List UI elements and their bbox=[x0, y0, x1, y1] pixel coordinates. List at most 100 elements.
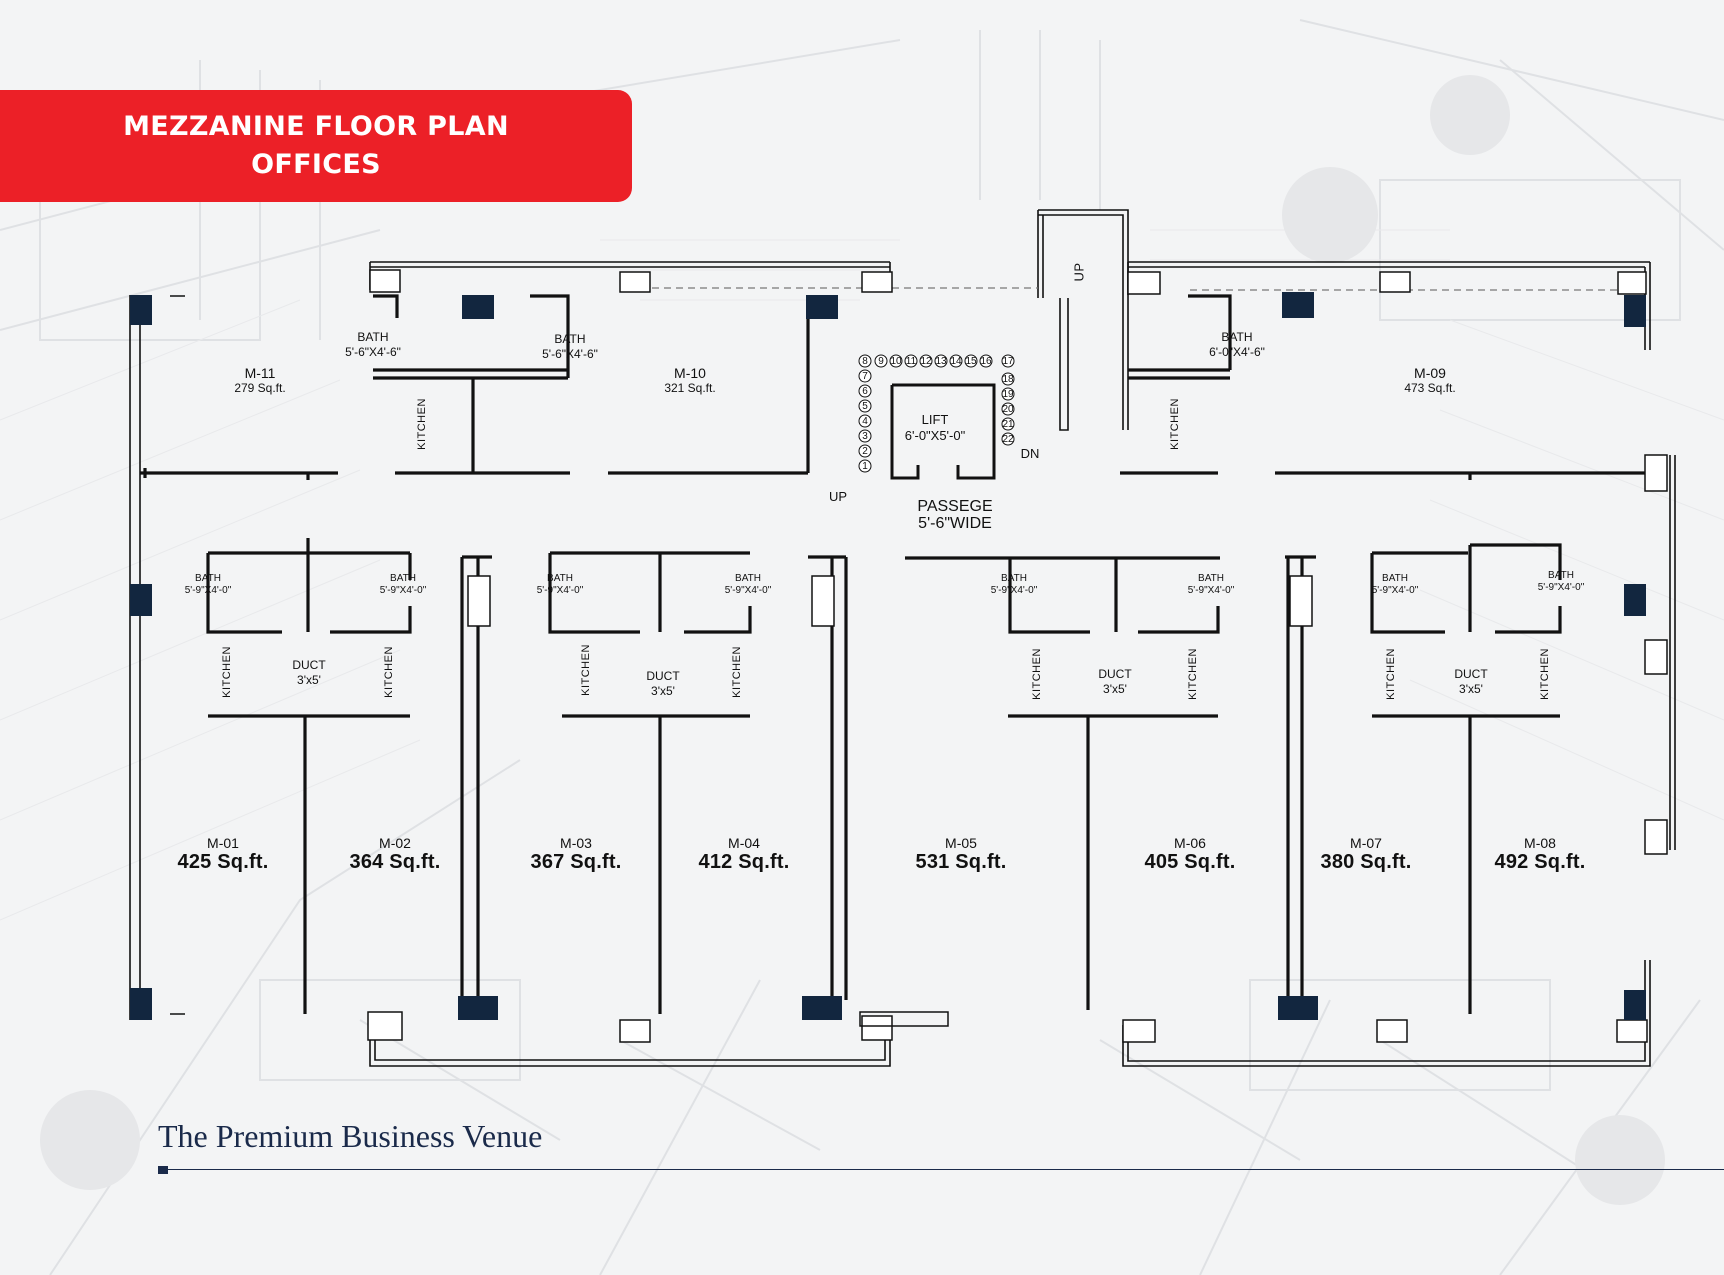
unit-m01[interactable]: M-01 425 Sq.ft. bbox=[178, 835, 269, 874]
stair-number: 14 bbox=[950, 356, 962, 367]
kitchen-label: KITCHEN bbox=[416, 398, 428, 450]
duct-size: 3'x5' bbox=[1459, 682, 1483, 696]
bath-size: 5'-9"X4'-0" bbox=[990, 585, 1038, 596]
structural-columns bbox=[130, 292, 1646, 1020]
stair-number: 7 bbox=[862, 371, 868, 382]
unit-id: M-10 bbox=[674, 365, 706, 381]
bath-name: BATH bbox=[1548, 570, 1574, 581]
title-line-1: MEZZANINE FLOOR PLAN bbox=[123, 111, 509, 142]
kitchen-label: KITCHEN bbox=[221, 646, 233, 698]
unit-m09[interactable]: M-09 473 Sq.ft. bbox=[1404, 365, 1455, 395]
openings bbox=[367, 269, 1668, 1043]
up-label-vertical: UP bbox=[1071, 262, 1087, 282]
unit-area: 473 Sq.ft. bbox=[1404, 381, 1456, 395]
unit-area: 364 Sq.ft. bbox=[349, 851, 441, 873]
title-banner: MEZZANINE FLOOR PLAN OFFICES bbox=[0, 90, 632, 202]
unit-m04[interactable]: M-04 412 Sq.ft. bbox=[699, 835, 790, 874]
bath-name: BATH bbox=[735, 573, 761, 584]
bath-name: BATH bbox=[547, 573, 573, 584]
stair-number: 16 bbox=[980, 356, 992, 367]
stair-number: 10 bbox=[890, 356, 902, 367]
stair-number: 1 bbox=[862, 461, 868, 472]
dn-label: DN bbox=[1020, 446, 1040, 461]
stair-number: 20 bbox=[1002, 404, 1014, 415]
unit-area: 425 Sq.ft. bbox=[177, 851, 269, 873]
bath-label: BATH 5'-6"X4'-6" bbox=[542, 332, 598, 362]
unit-m08[interactable]: M-08 492 Sq.ft. bbox=[1495, 835, 1586, 874]
stair-number: 9 bbox=[878, 356, 884, 367]
lift-and-stair bbox=[890, 383, 996, 480]
stair-number: 3 bbox=[862, 431, 868, 442]
unit-id: M-04 bbox=[728, 835, 760, 851]
stair-number: 4 bbox=[862, 416, 868, 427]
unit-id: M-03 bbox=[560, 835, 592, 851]
stair-number: 18 bbox=[1002, 374, 1014, 385]
unit-id: M-09 bbox=[1414, 365, 1446, 381]
kitchen-label: KITCHEN bbox=[580, 644, 592, 696]
stair-number: 17 bbox=[1002, 356, 1014, 367]
duct-size: 3'x5' bbox=[297, 673, 321, 687]
passage-size: 5'-6"WIDE bbox=[918, 515, 992, 532]
kitchen-label: KITCHEN bbox=[1031, 648, 1043, 700]
stair-number: 12 bbox=[920, 356, 932, 367]
unit-area: 367 Sq.ft. bbox=[530, 851, 622, 873]
stair-number: 2 bbox=[862, 446, 868, 457]
kitchen-label: KITCHEN bbox=[1539, 648, 1551, 700]
unit-area: 279 Sq.ft. bbox=[234, 381, 286, 395]
stair-number: 11 bbox=[905, 356, 917, 367]
unit-m10[interactable]: M-10 321 Sq.ft. bbox=[664, 365, 715, 395]
stair-treads bbox=[858, 354, 1015, 473]
unit-area: 492 Sq.ft. bbox=[1494, 851, 1586, 873]
tagline: The Premium Business Venue bbox=[158, 1118, 543, 1154]
unit-m11[interactable]: M-11 279 Sq.ft. bbox=[234, 365, 285, 395]
unit-id: M-07 bbox=[1350, 835, 1382, 851]
bath-size: 5'-6"X4'-6" bbox=[345, 345, 401, 359]
kitchen-label: KITCHEN bbox=[1187, 648, 1199, 700]
stair-number: 8 bbox=[862, 356, 868, 367]
stair-number: 22 bbox=[1002, 434, 1014, 445]
tagline-marker bbox=[158, 1166, 168, 1174]
lift-name: LIFT bbox=[921, 412, 949, 427]
passage-label: PASSEGE 5'-6"WIDE bbox=[917, 498, 992, 532]
unit-m06[interactable]: M-06 405 Sq.ft. bbox=[1145, 835, 1236, 874]
unit-area: 405 Sq.ft. bbox=[1144, 851, 1236, 873]
unit-id: M-06 bbox=[1174, 835, 1206, 851]
bath-name: BATH bbox=[554, 332, 586, 346]
bath-size: 5'-9"X4'-0" bbox=[379, 585, 427, 596]
stair-number: 21 bbox=[1002, 419, 1014, 430]
bath-name: BATH bbox=[390, 573, 416, 584]
unit-area: 321 Sq.ft. bbox=[664, 381, 716, 395]
unit-m03[interactable]: M-03 367 Sq.ft. bbox=[531, 835, 622, 874]
stair-number: 6 bbox=[862, 386, 868, 397]
lift-size: 6'-0"X5'-0" bbox=[904, 428, 966, 443]
unit-m02[interactable]: M-02 364 Sq.ft. bbox=[350, 835, 441, 874]
bath-size: 5'-9"X4'-0" bbox=[1537, 582, 1585, 593]
kitchen-label: KITCHEN bbox=[383, 646, 395, 698]
bath-name: BATH bbox=[1382, 573, 1408, 584]
unit-id: M-11 bbox=[244, 365, 276, 381]
unit-id: M-05 bbox=[945, 835, 977, 851]
stair-number: 19 bbox=[1002, 389, 1014, 400]
bath-name: BATH bbox=[1221, 330, 1253, 344]
unit-m07[interactable]: M-07 380 Sq.ft. bbox=[1321, 835, 1412, 874]
unit-id: M-01 bbox=[207, 835, 239, 851]
bath-name: BATH bbox=[1198, 573, 1224, 584]
lift-label: LIFT 6'-0"X5'-0" bbox=[905, 412, 965, 444]
bath-size: 5'-6"X4'-6" bbox=[542, 347, 598, 361]
bath-name: BATH bbox=[1001, 573, 1027, 584]
unit-m05[interactable]: M-05 531 Sq.ft. bbox=[916, 835, 1007, 874]
stair-number: 15 bbox=[965, 356, 977, 367]
bath-label: BATH 6'-0"X4'-6" bbox=[1209, 330, 1265, 360]
glazing-lines bbox=[652, 287, 1620, 291]
bath-size: 5'-9"X4'-0" bbox=[1187, 585, 1235, 596]
